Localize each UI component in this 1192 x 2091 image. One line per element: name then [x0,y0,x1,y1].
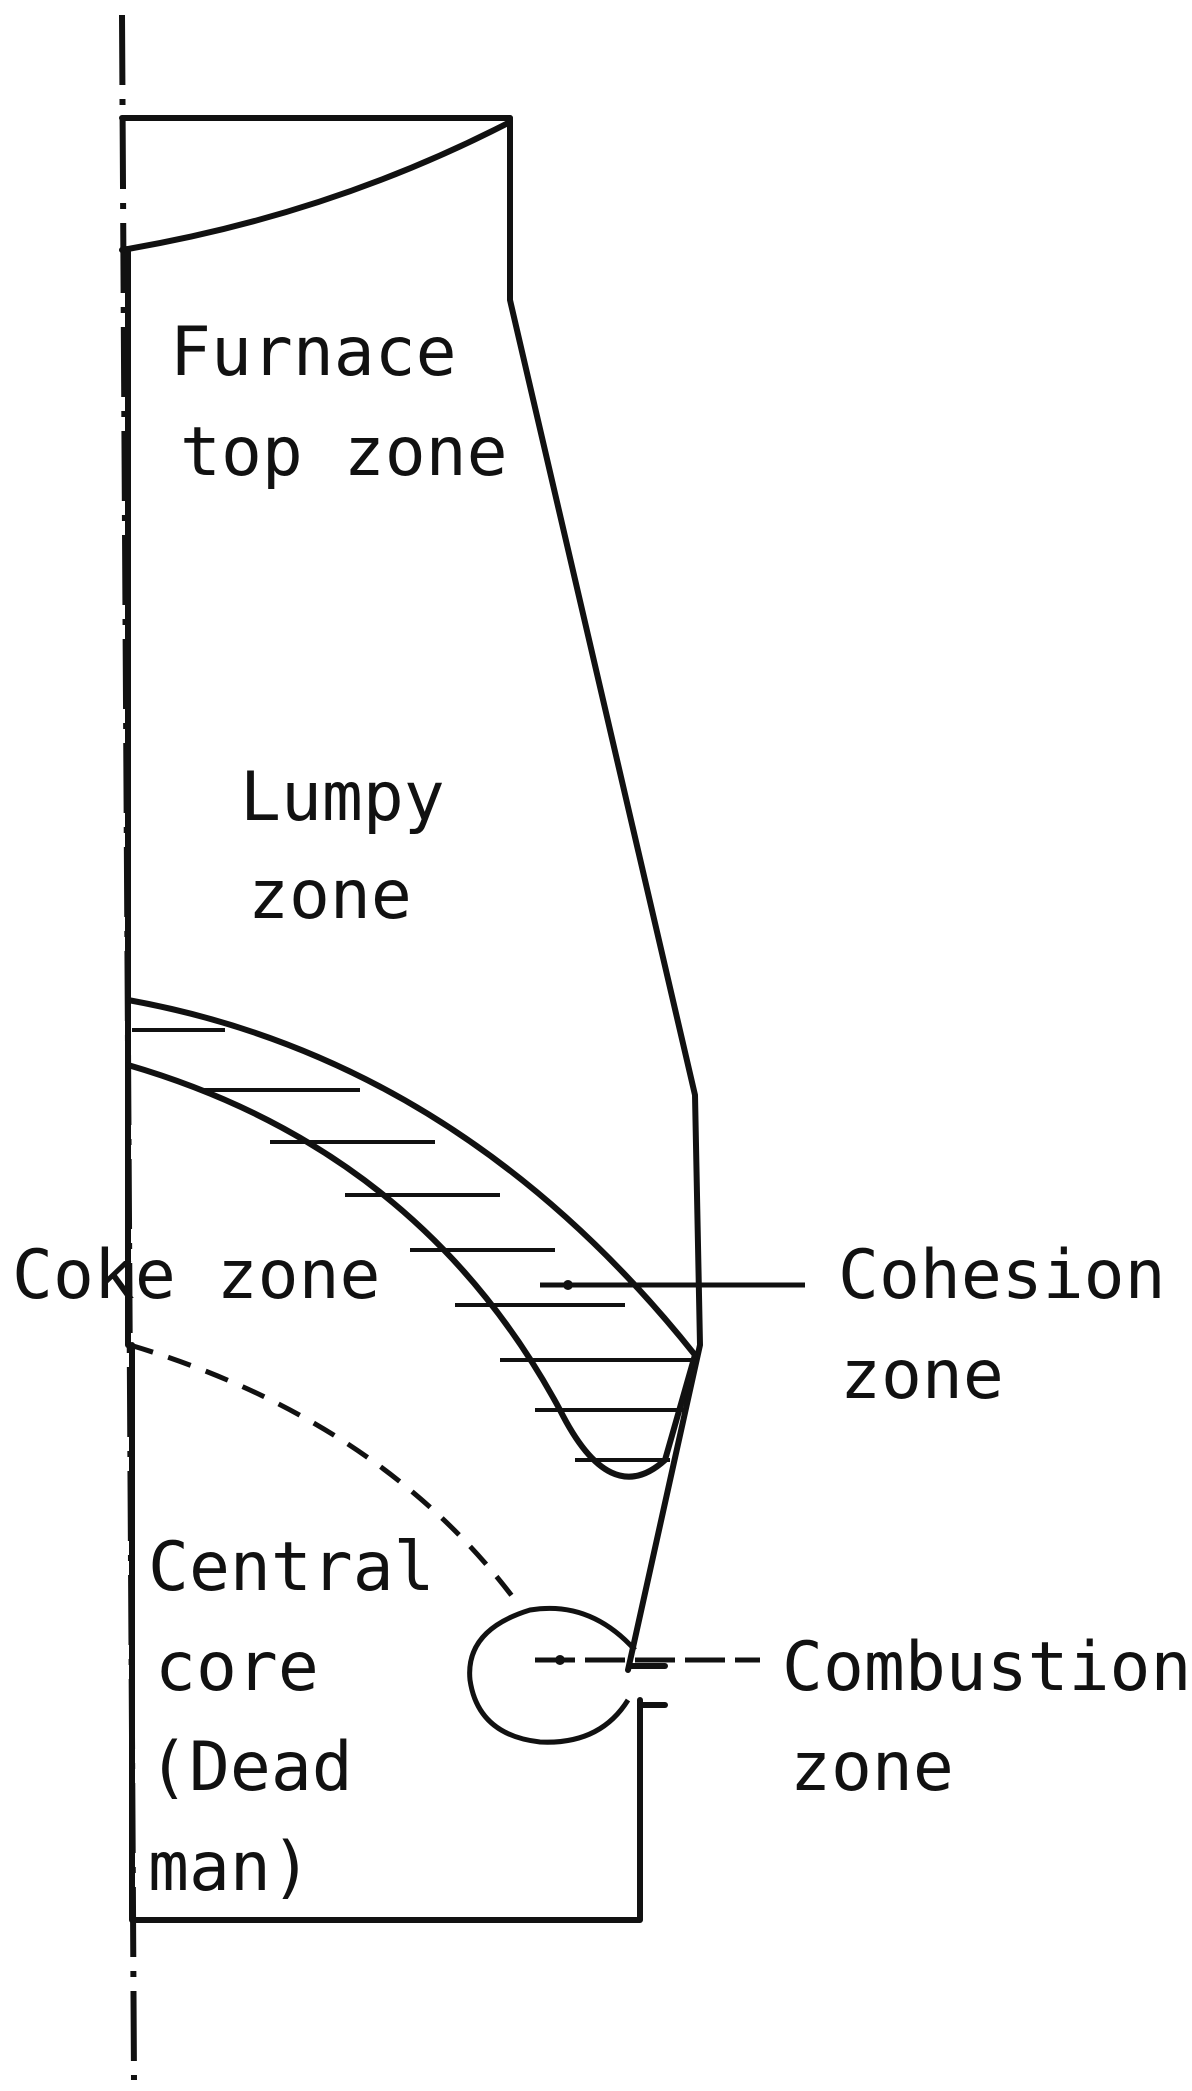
cohesion-pointer-dot [563,1280,573,1290]
hearth-outline [129,1342,643,1923]
lumpy-zone-label-2: zone [248,856,412,935]
cohesion-zone-label-2: zone [840,1336,1004,1415]
central-core-label-2: core [155,1628,319,1707]
cohesion-zone-hatching [132,1028,695,1462]
lumpy-zone-label-1: Lumpy [240,758,445,837]
furnace-wall-outline [507,115,703,1673]
central-core-label-3: (Dead [148,1728,353,1807]
raceway-bulb [467,1605,637,1745]
central-core-label-1: Central [148,1528,435,1607]
central-core-label-4: man) [148,1828,312,1907]
combustion-pointer-dot [555,1655,565,1665]
cohesion-zone-upper-boundary [125,997,698,1358]
combustion-zone-label-2: zone [790,1728,954,1807]
cohesion-zone-lower-boundary [125,1062,698,1480]
dead-man-boundary [129,1342,517,1602]
combustion-zone-label-1: Combustion [782,1628,1191,1707]
stockline-curve [119,119,513,253]
cohesion-zone-label-1: Cohesion [838,1236,1166,1315]
furnace-top-zone-label-1: Furnace [170,313,457,392]
coke-zone-label: Coke zone [12,1236,380,1315]
furnace-top-zone-label-2: top zone [180,413,508,492]
